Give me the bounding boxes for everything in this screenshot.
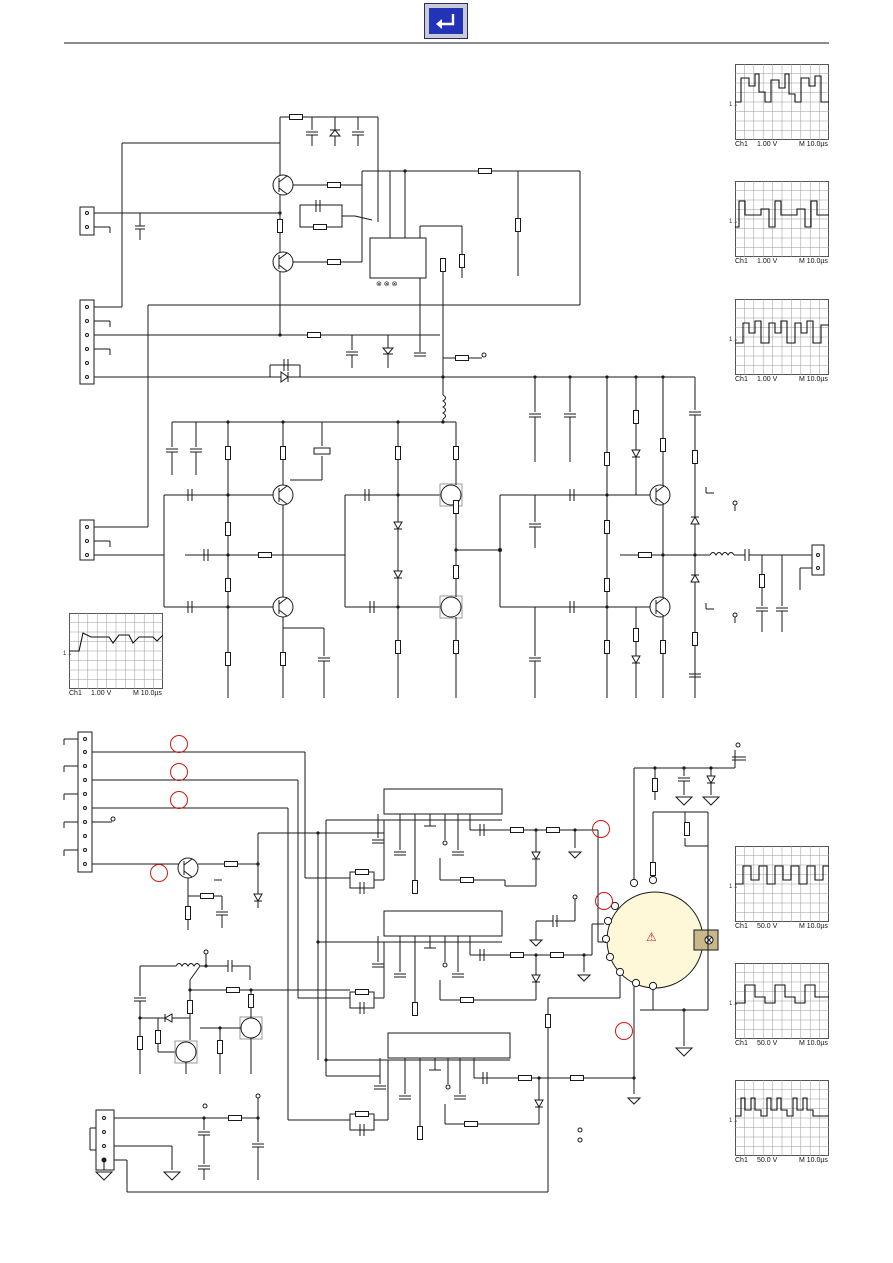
- top-driver-section: ⊗ ⊗ ⊗: [79, 114, 695, 528]
- scope-1-volts: 1.00 V: [757, 141, 778, 148]
- scope-1-time: M 10.0µs: [799, 141, 828, 148]
- ref-circle-3: [170, 791, 188, 809]
- scope-2-marker: 1→: [729, 219, 739, 225]
- scope-3-volts: 1.00 V: [757, 376, 778, 383]
- scope-1-channel: Ch1: [735, 141, 748, 148]
- scope-5-time: M 10.0µs: [799, 923, 828, 930]
- scope-6-time: M 10.0µs: [799, 1040, 828, 1047]
- scope-trace: [735, 865, 829, 885]
- scope-1-marker: 1→: [729, 102, 739, 108]
- scope-trace: [735, 73, 829, 103]
- ref-circle-5: [592, 820, 610, 838]
- scope-4-time: M 10.0µs: [133, 690, 162, 697]
- scope-trace: [735, 320, 829, 344]
- scope-3-marker: 1→: [729, 337, 739, 343]
- scope-trace: [735, 1097, 829, 1117]
- ref-circle-7: [615, 1022, 633, 1040]
- scope-5-marker: 1→: [729, 884, 739, 890]
- scope-2-time: M 10.0µs: [799, 258, 828, 265]
- scope-trace: [69, 632, 163, 652]
- scope-4-marker: 1→: [63, 651, 73, 657]
- scope-7-marker: 1→: [729, 1118, 739, 1124]
- scope-5-volts: 50.0 V: [757, 923, 778, 930]
- return-arrow-icon: [429, 8, 463, 34]
- scope-6-volts: 50.0 V: [757, 1040, 778, 1047]
- ref-circle-1: [170, 735, 188, 753]
- scope-2-volts: 1.00 V: [757, 258, 778, 265]
- scope-4-channel: Ch1: [69, 690, 82, 697]
- scope-3-time: M 10.0µs: [799, 376, 828, 383]
- scope-trace: [735, 200, 829, 228]
- svg-text:⊗ ⊗ ⊗: ⊗ ⊗ ⊗: [376, 281, 398, 288]
- scope-6-marker: 1→: [729, 1001, 739, 1007]
- ref-circle-4: [150, 864, 168, 882]
- scope-7-channel: Ch1: [735, 1157, 748, 1164]
- scope-2-channel: Ch1: [735, 258, 748, 265]
- scope-4-volts: 1.00 V: [91, 690, 112, 697]
- middle-amplifier-section: [79, 169, 825, 698]
- back-button[interactable]: [424, 3, 468, 39]
- scope-5-channel: Ch1: [735, 923, 748, 930]
- scope-trace: [735, 984, 829, 1004]
- scope-3-channel: Ch1: [735, 376, 748, 383]
- scope-7-time: M 10.0µs: [799, 1157, 828, 1164]
- bottom-video-section: [63, 731, 746, 1193]
- ref-circle-2: [170, 763, 188, 781]
- scope-7-volts: 50.0 V: [757, 1157, 778, 1164]
- scope-6-channel: Ch1: [735, 1040, 748, 1047]
- warning-triangle-icon: ⚠: [646, 930, 657, 944]
- ref-circle-6: [595, 892, 613, 910]
